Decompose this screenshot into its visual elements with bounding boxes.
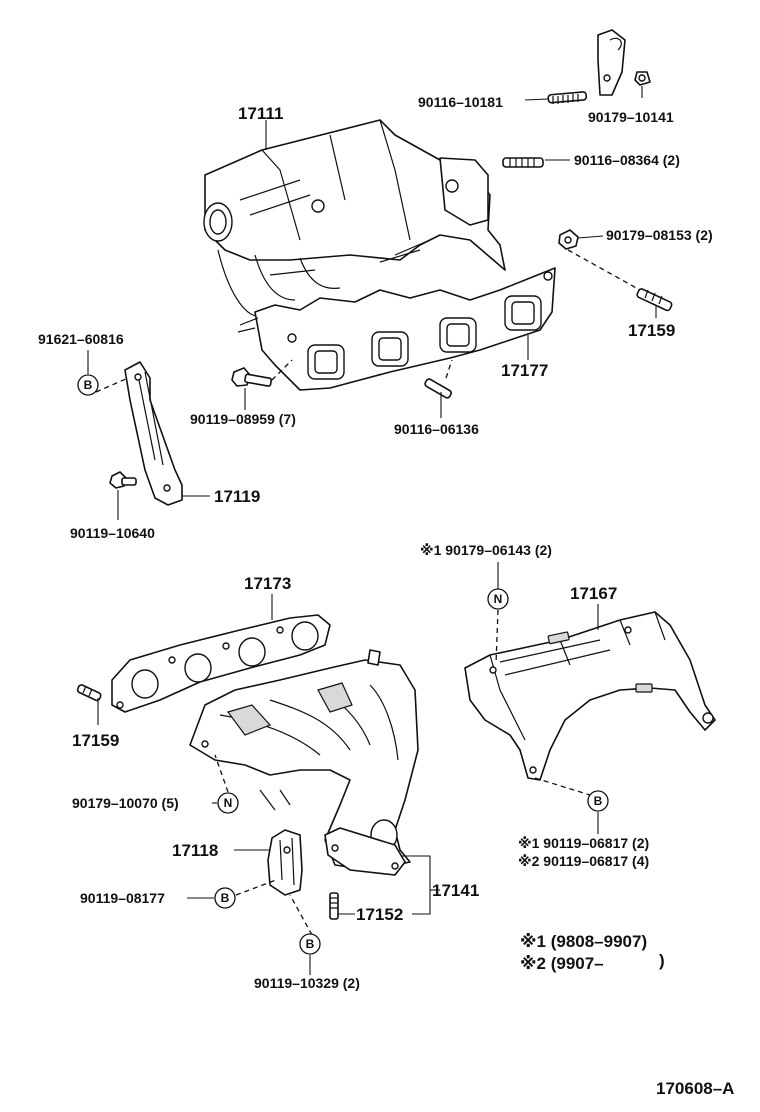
note-applicability-1: ※1 (9808–9907) [520, 932, 647, 951]
stud-bracket-top-drawing [547, 29, 651, 104]
label-17111: 17111 [238, 104, 283, 123]
svg-text:N: N [224, 796, 233, 810]
stud-17152-drawing [329, 892, 339, 920]
stay-17118-drawing [267, 829, 303, 896]
label-90179-08153: 90179–08153 (2) [606, 227, 713, 243]
svg-text:B: B [221, 891, 230, 905]
label-90116-08364: 90116–08364 (2) [574, 152, 680, 168]
label-17159-top: 17159 [628, 321, 675, 340]
marker-n-manifold: N [217, 792, 239, 814]
leader-lines [87, 86, 657, 975]
label-90119-10329: 90119–10329 (2) [254, 975, 360, 991]
svg-text:B: B [594, 794, 603, 808]
nut-90179-08153-drawing [558, 229, 579, 250]
marker-b-stay-17118: B [214, 887, 236, 909]
stud-90116-06136-drawing [424, 378, 452, 399]
label-90119-06817-1: ※1 90119–06817 (2) [518, 835, 649, 851]
marker-n-insulator-top: N [487, 588, 509, 610]
label-90119-08177: 90119–08177 [80, 890, 165, 906]
stay-17119-drawing [109, 361, 183, 506]
note-applicability-2: ※2 (9907– [520, 954, 604, 973]
label-17152: 17152 [356, 905, 403, 924]
label-17141: 17141 [432, 881, 479, 900]
label-90119-10640: 90119–10640 [70, 525, 155, 541]
label-90119-06817-2: ※2 90119–06817 (4) [518, 853, 649, 869]
label-90179-10141: 90179–10141 [588, 109, 674, 125]
svg-text:N: N [494, 592, 503, 606]
figure-id: 170608–A [656, 1079, 734, 1098]
note-bracket-close: ) [659, 951, 665, 970]
manifold-17141-drawing [189, 649, 419, 876]
marker-b-bolt-10329: B [299, 933, 321, 955]
label-90179-06143: ※1 90179–06143 (2) [420, 542, 552, 558]
label-17167: 17167 [570, 584, 617, 603]
marker-b-stay-top: B [77, 374, 99, 396]
svg-text:B: B [84, 378, 93, 392]
label-90116-06136: 90116–06136 [394, 421, 479, 437]
gasket-17173-drawing [111, 614, 331, 713]
marker-b-insulator-bottom: B [587, 790, 609, 812]
label-17173: 17173 [244, 574, 291, 593]
insulator-17167-drawing [464, 611, 716, 781]
label-17119: 17119 [214, 487, 260, 506]
bolt-90119-08959-drawing [231, 367, 273, 387]
label-90179-10070: 90179–10070 (5) [72, 795, 179, 811]
label-90116-10181: 90116–10181 [418, 94, 503, 110]
label-17177: 17177 [501, 361, 548, 380]
label-17159-bottom: 17159 [72, 731, 119, 750]
label-90119-08959: 90119–08959 (7) [190, 411, 296, 427]
label-17118: 17118 [172, 841, 218, 860]
svg-text:B: B [306, 937, 315, 951]
stud-17159-bottom-drawing [76, 684, 102, 702]
stud-90116-08364-drawing [502, 157, 544, 168]
manifold-17111-drawing [203, 119, 556, 391]
stud-17159-top-drawing [636, 288, 673, 312]
label-91621-60816: 91621–60816 [38, 331, 124, 347]
